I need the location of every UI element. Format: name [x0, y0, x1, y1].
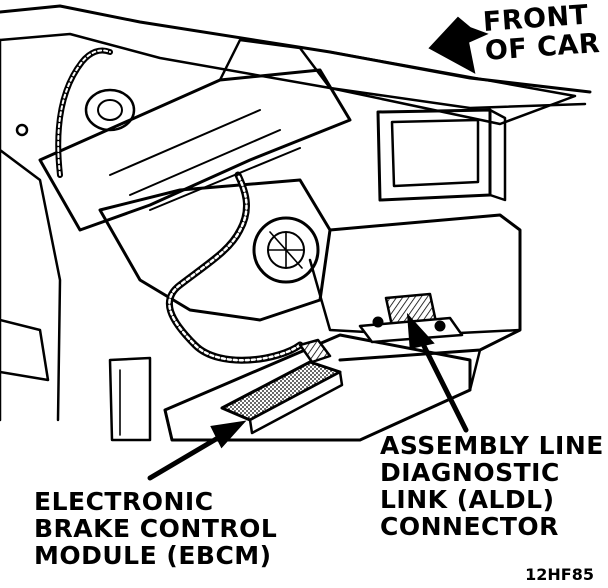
- column-bore: [84, 88, 136, 132]
- aldl-screw-left: [372, 316, 384, 328]
- left-lower-pocket: [0, 318, 50, 382]
- aldl-label-line-1: ASSEMBLY LINE: [380, 431, 604, 460]
- ebcm-label-line-1: ELECTRONIC: [34, 487, 214, 516]
- ebcm-connector: [298, 338, 332, 364]
- display-box-side: [488, 108, 507, 202]
- column-ribs: [109, 109, 301, 211]
- duct-outlet: [252, 216, 320, 284]
- aldl-leader-arrow-icon: [406, 312, 435, 350]
- ebcm-leader-line: [147, 429, 231, 481]
- column-bore-inner: [97, 99, 123, 121]
- ebcm-label: ELECTRONIC BRAKE CONTROL MODULE (EBCM): [34, 488, 277, 569]
- lower-bracket: [108, 356, 152, 442]
- dash-top-rail: [0, 32, 587, 110]
- duct-vanes: [267, 231, 305, 269]
- aldl-label-line-4: CONNECTOR: [380, 512, 559, 541]
- upper-harness: [55, 47, 113, 178]
- front-arrow-icon: [428, 16, 489, 74]
- column-brace: [218, 38, 332, 90]
- aldl-label-line-2: DIAGNOSTIC: [380, 458, 560, 487]
- aldl-leader-line: [417, 335, 469, 433]
- aldl-screw-right: [434, 320, 446, 332]
- knee-bolster: [98, 178, 332, 322]
- aldl-label-line-3: LINK (ALDL): [380, 485, 555, 514]
- footwell-panel: [163, 333, 472, 442]
- aldl-connector-label: ASSEMBLY LINE DIAGNOSTIC LINK (ALDL) CON…: [380, 432, 604, 540]
- ebcm-label-line-2: BRAKE CONTROL: [34, 514, 278, 543]
- footwell-panel-edge: [163, 348, 482, 442]
- wiring-harness-core: [168, 173, 302, 362]
- front-of-car-label: FRONT OF CAR: [482, 0, 601, 67]
- steering-column-housing: [38, 68, 352, 232]
- dash-front-lip: [328, 50, 577, 126]
- ebcm-label-line-3: MODULE (EBCM): [34, 541, 272, 570]
- left-side-panel: [0, 38, 62, 422]
- figure-code: 12HF85: [525, 565, 594, 584]
- upper-harness-core: [57, 49, 111, 176]
- display-screen: [390, 118, 480, 188]
- right-lower-panel: [328, 213, 522, 362]
- ebcm-module-side: [248, 370, 344, 435]
- ebcm-leader-arrow-icon: [210, 420, 247, 449]
- panel-screw: [15, 123, 29, 137]
